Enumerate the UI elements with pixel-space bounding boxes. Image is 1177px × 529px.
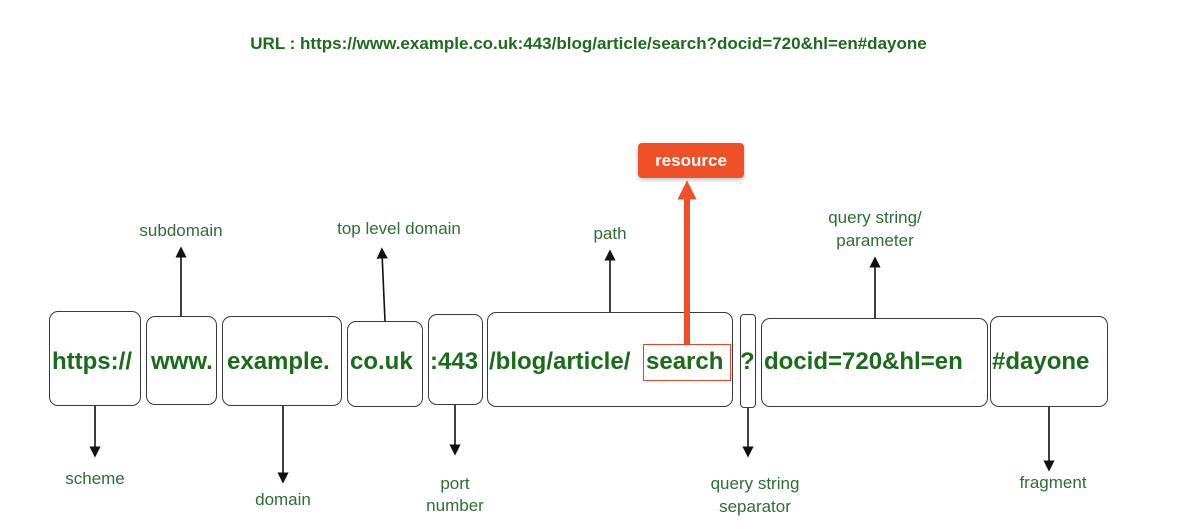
- port-box: [428, 314, 483, 405]
- domain-text: example.: [227, 348, 330, 375]
- query-box: [761, 318, 988, 407]
- label-separator-2: separator: [719, 497, 791, 516]
- separator-box: [740, 314, 756, 408]
- scheme-box: [49, 311, 141, 406]
- path-box: [487, 312, 733, 407]
- label-subdomain: subdomain: [139, 221, 223, 240]
- path-text: /blog/article/: [489, 348, 631, 375]
- fragment-box: [990, 316, 1108, 407]
- label-separator-1: query string: [710, 474, 800, 493]
- domain-box: [222, 316, 342, 406]
- label-port-2: number: [426, 496, 484, 515]
- label-query-2: parameter: [836, 231, 914, 250]
- subdomain-text: www.: [151, 348, 213, 375]
- label-domain: domain: [255, 490, 311, 509]
- resource-text: search: [646, 348, 724, 375]
- resource-badge: resource: [638, 143, 744, 178]
- subdomain-box: [146, 316, 217, 405]
- query-text: docid=720&hl=en: [764, 348, 963, 375]
- label-query-1: query string/: [828, 208, 922, 227]
- resource-highlight: [643, 344, 731, 381]
- label-scheme: scheme: [65, 469, 125, 488]
- label-tld: top level domain: [337, 219, 461, 238]
- label-fragment: fragment: [1019, 473, 1087, 492]
- separator-text: ?: [740, 348, 755, 375]
- scheme-text: https://: [52, 348, 132, 375]
- label-port-1: port: [440, 474, 470, 493]
- label-path: path: [593, 224, 627, 243]
- tld-box: [347, 321, 423, 407]
- tld-text: co.uk: [350, 348, 413, 375]
- url-title: URL : https://www.example.co.uk:443/blog…: [250, 34, 927, 53]
- fragment-text: #dayone: [992, 348, 1090, 375]
- tld-arrow: [376, 247, 388, 322]
- port-text: :443: [430, 348, 479, 375]
